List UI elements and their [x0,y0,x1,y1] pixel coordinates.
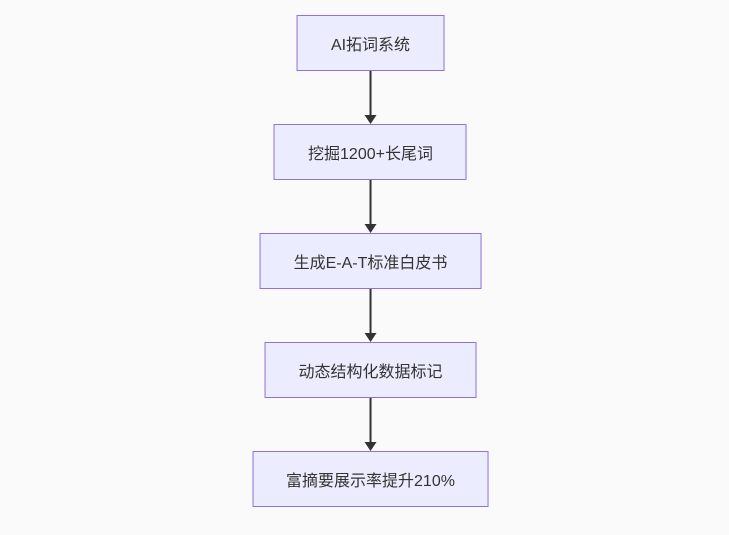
edge-line [369,289,372,333]
edge-n2-n3 [364,180,377,233]
edge-line [369,71,372,115]
edge-n4-n5 [364,398,377,451]
node-generate-eat-whitepaper: 生成E-A-T标准白皮书 [259,233,482,289]
arrow-down-icon [364,442,377,451]
node-mine-longtail-keywords: 挖掘1200+长尾词 [274,124,467,180]
node-ai-word-expansion-system: AI拓词系统 [296,15,445,71]
edge-line [369,398,372,442]
edge-line [369,180,372,224]
node-dynamic-structured-data-markup: 动态结构化数据标记 [264,342,477,398]
edge-n3-n4 [364,289,377,342]
node-rich-snippet-rate-up-210: 富摘要展示率提升210% [252,451,489,507]
arrow-down-icon [364,224,377,233]
flowchart-column: AI拓词系统 挖掘1200+长尾词 生成E-A-T标准白皮书 动态结构化数据标记… [252,15,489,507]
arrow-down-icon [364,115,377,124]
edge-n1-n2 [364,71,377,124]
arrow-down-icon [364,333,377,342]
